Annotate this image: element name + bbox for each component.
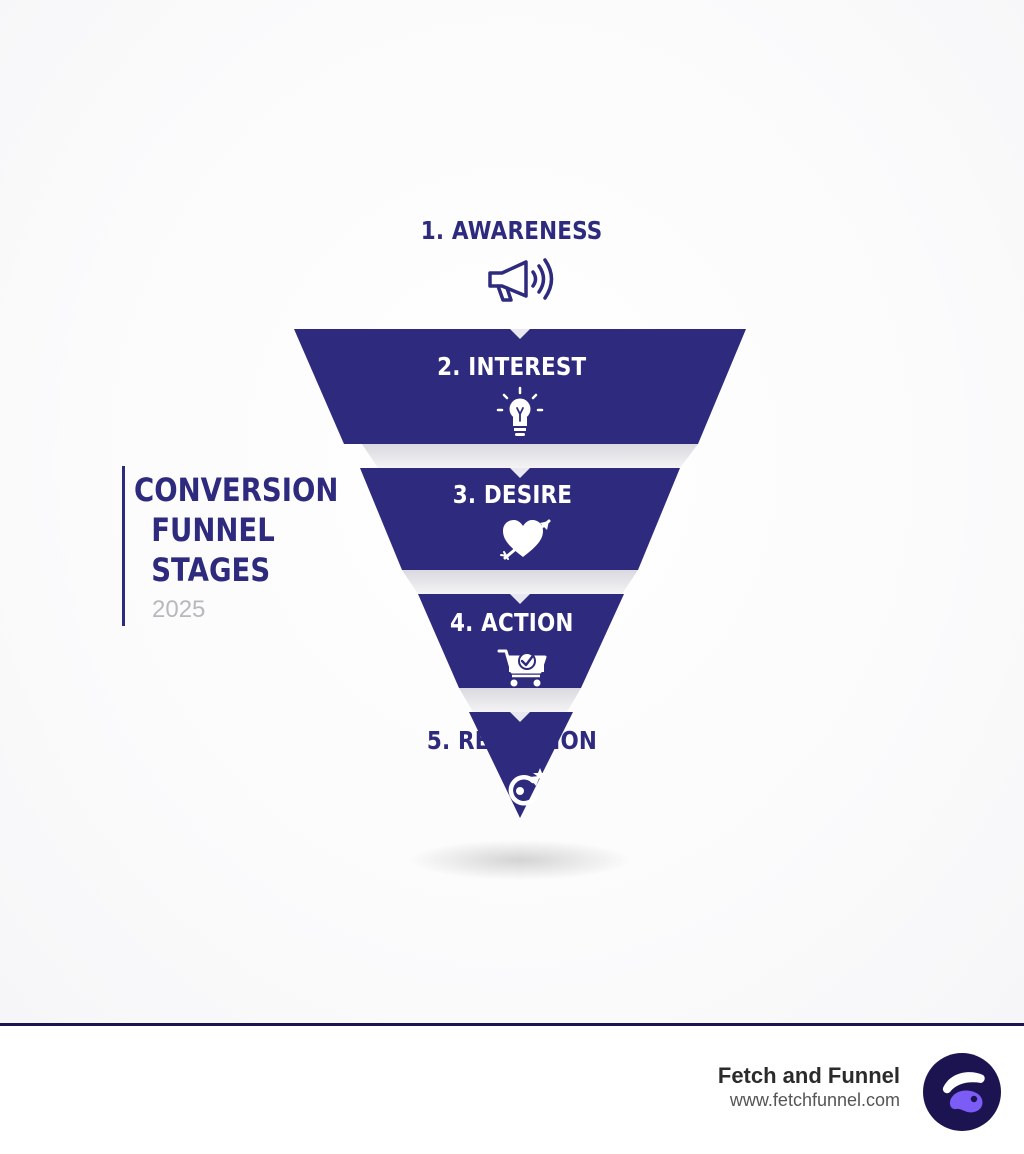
brand-url[interactable]: www.fetchfunnel.com: [729, 1090, 900, 1110]
lightbulb-icon: [496, 386, 544, 436]
heart-arrow-icon: [500, 519, 551, 560]
title-line-1: CONVERSION: [134, 471, 339, 509]
stage-label-interest: 2. INTEREST: [437, 352, 587, 381]
funnel-segment-desire: [360, 468, 680, 570]
notch-pointer-3: [510, 594, 530, 604]
title-accent-bar: [122, 466, 125, 626]
stage-label-retention: 5. RETENTION: [426, 726, 598, 755]
title-line-3: STAGES: [151, 551, 271, 589]
funnel-segment-interest: [294, 329, 746, 444]
notch-pointer-1: [510, 329, 530, 339]
funnel-graphic: [294, 258, 746, 880]
title-year: 2025: [152, 596, 206, 623]
diagram-title: CONVERSION FUNNEL STAGES: [134, 470, 338, 590]
connector-1: [362, 444, 698, 468]
stage-label-desire: 3. DESIRE: [452, 480, 572, 509]
megaphone-icon: [488, 258, 554, 302]
fetchfunnel-logo-icon: [923, 1053, 1001, 1131]
stage-label-action: 4. ACTION: [450, 608, 574, 637]
funnel-segment-action: [418, 594, 624, 688]
connector-2: [402, 570, 638, 594]
connector-3: [459, 688, 581, 712]
stage-label-awareness: 1. AWARENESS: [421, 216, 603, 245]
notch-pointer-2: [510, 468, 530, 478]
title-line-2: FUNNEL: [151, 511, 275, 549]
funnel-shadow: [410, 840, 630, 880]
brand-name: Fetch and Funnel: [717, 1063, 900, 1088]
shopping-cart-check-icon: [497, 649, 547, 687]
notch-pointer-4: [510, 712, 530, 722]
refresh-star-icon: [508, 768, 547, 806]
funnel-segment-retention: [469, 712, 573, 818]
footer-divider: [0, 1023, 1024, 1026]
